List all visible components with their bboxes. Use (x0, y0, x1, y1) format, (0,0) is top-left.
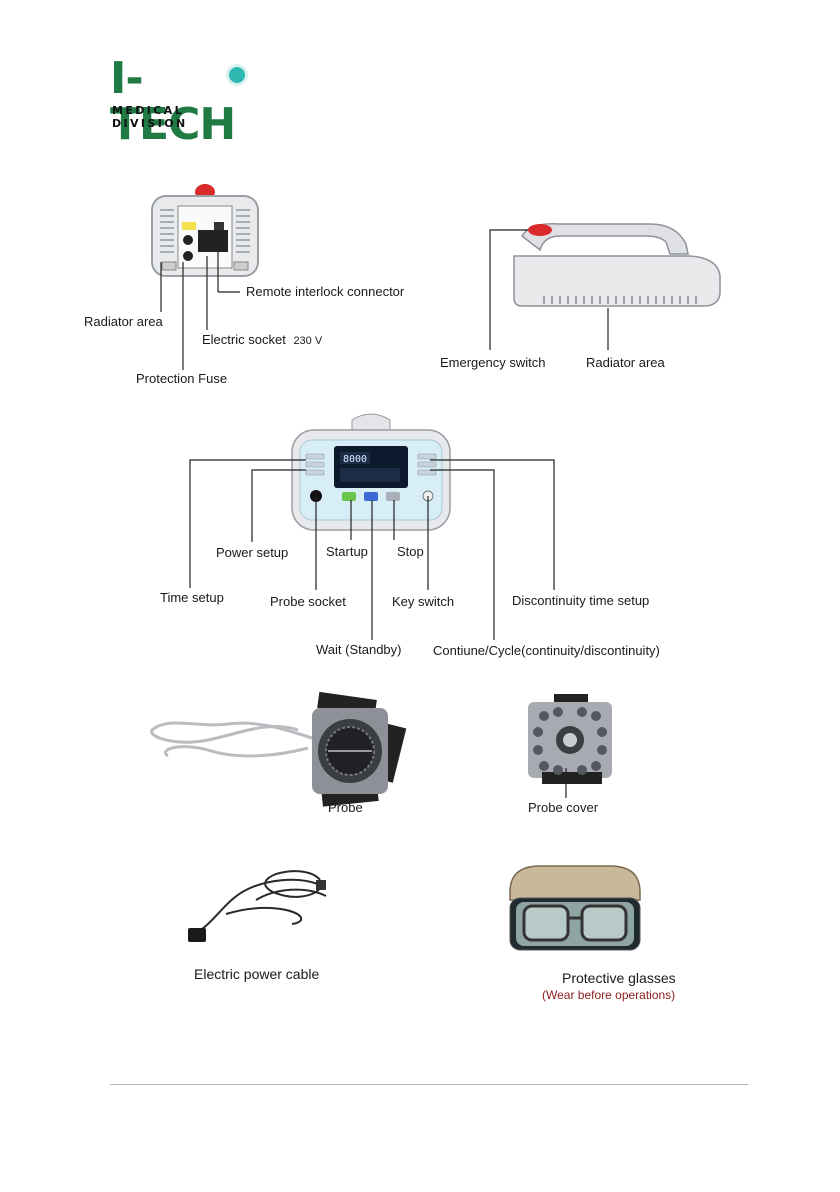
continue-cycle-label: Contiune/Cycle(continuity/discontinuity) (433, 643, 660, 658)
discontinuity-time-setup-label: Discontinuity time setup (512, 593, 650, 608)
probe-label: Probe (328, 800, 363, 815)
time-setup-label: Time setup (160, 590, 224, 605)
logo-wordmark: I-TECH (110, 53, 236, 150)
glasses-warning-note: (Wear before operations) (542, 988, 676, 1002)
logo-dot-icon (226, 64, 248, 86)
power-cable-label: Electric power cable (194, 966, 320, 982)
protective-glasses-label: Protective glasses (562, 970, 676, 986)
rear-radiator-area-label: Radiator area (84, 314, 163, 329)
footer-divider (110, 1084, 748, 1085)
device-side-view (513, 223, 721, 307)
startup-label: Startup (326, 544, 368, 559)
side-emergency-switch-label: Emergency switch (440, 355, 546, 370)
probe-image (150, 691, 407, 807)
rear-protection-fuse-label: Protection Fuse (136, 371, 228, 386)
probe-cover-image (528, 694, 612, 784)
power-setup-label: Power setup (216, 545, 289, 560)
wait-standby-label: Wait (Standby) (316, 642, 402, 657)
rear-electric-socket-label: Electric socket 230 V (202, 332, 322, 347)
display-readout: 8000 (343, 454, 367, 465)
company-logo: I-TECH MEDICAL DIVISION (110, 56, 250, 148)
stop-label: Stop (397, 544, 424, 559)
probe-socket-label: Probe socket (270, 594, 346, 609)
device-rear-view (151, 184, 259, 277)
logo-subtitle: MEDICAL DIVISION (112, 104, 188, 130)
rear-remote-interlock-label: Remote interlock connector (246, 284, 405, 299)
key-switch-label: Key switch (392, 594, 455, 609)
side-radiator-area-label: Radiator area (586, 355, 665, 370)
power-cable-image (188, 870, 327, 942)
voltage-text: 230 V (293, 335, 323, 347)
electric-socket-text: Electric socket (202, 332, 286, 347)
probe-cover-label: Probe cover (528, 800, 599, 815)
protective-glasses-image (509, 865, 641, 951)
